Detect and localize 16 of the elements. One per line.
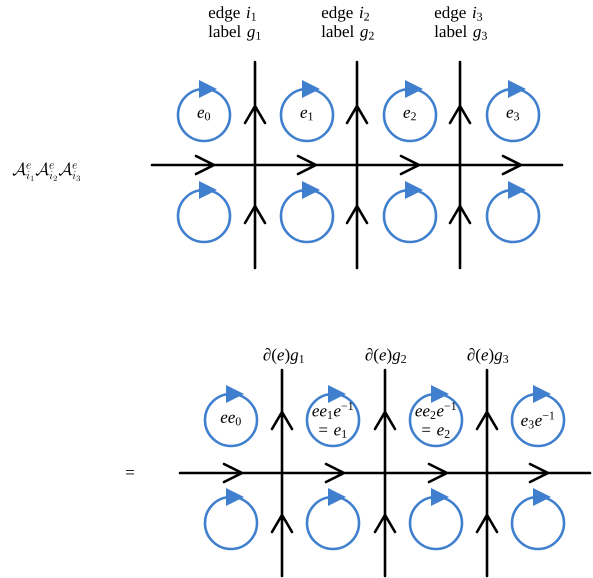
label-text: ∂(e)g$_{1}$ bbox=[263, 348, 304, 364]
loop-circle bbox=[486, 181, 540, 244]
loop-circle bbox=[280, 181, 334, 244]
label-text: edge i$_{3}$ label g$_{3}$ bbox=[434, 6, 487, 41]
label-text: ∂(e)g$_{3}$ bbox=[467, 348, 508, 364]
loop-circle bbox=[176, 181, 232, 244]
loop-circle bbox=[382, 181, 438, 244]
loop-circle bbox=[510, 488, 566, 550]
label-text: edge i$_{2}$ label g$_{2}$ bbox=[322, 6, 374, 41]
loop-circle bbox=[204, 488, 258, 550]
formula: $\mathcal{A}^e_{i_1}\mathcal{A}^e_{i_2}\mathcal{A}^e_{i_3}$ bbox=[12, 162, 80, 182]
label-text: edge i$_{1}$ label g$_{1}$ bbox=[208, 6, 261, 41]
label-text: ∂(e)g$_{2}$ bbox=[365, 348, 406, 364]
loop-circle bbox=[408, 488, 464, 550]
label-text: = bbox=[126, 470, 134, 474]
loop-circle bbox=[306, 488, 360, 550]
